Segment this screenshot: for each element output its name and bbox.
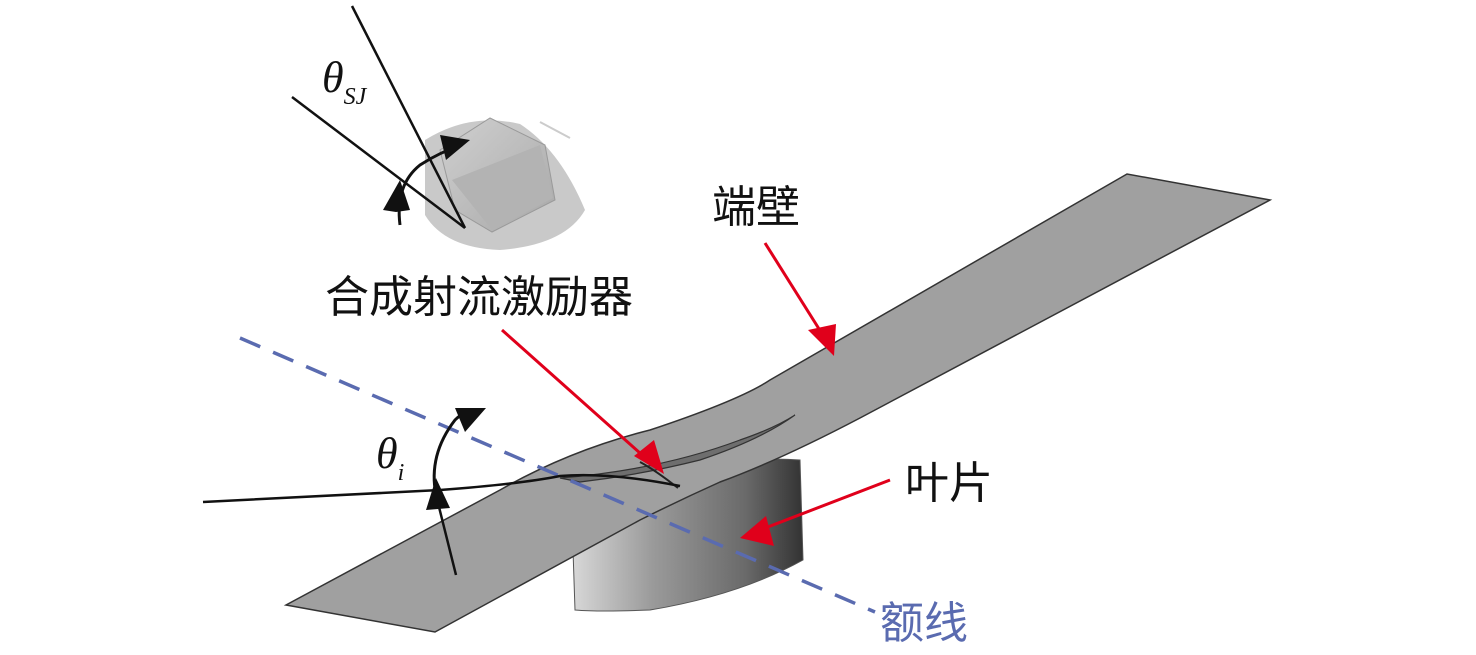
inlet-angle: θi: [202, 408, 681, 576]
stagger-line-label: 额线: [880, 598, 968, 649]
inlet-angle-arrowhead-bottom: [426, 478, 450, 510]
blade-arrowhead: [740, 516, 774, 546]
endwall-sheet: [283, 173, 1273, 633]
inlet-flow-line: [202, 473, 681, 504]
jet-angle-arrowhead-top: [440, 135, 470, 160]
stagger-line: [239, 336, 876, 614]
inset-slot-face: [452, 145, 553, 230]
blade-label: 叶片: [905, 458, 993, 509]
jet-angle-arrowhead-bottom: [383, 180, 410, 212]
endwall-arrowhead: [808, 324, 836, 356]
inset-faint-tick: [539, 121, 571, 139]
pointer-arrows: [501, 242, 891, 546]
endwall-arrow-shaft: [763, 242, 828, 341]
blade-slot-outline: [559, 414, 796, 483]
actuator-label: 合成射流激励器: [325, 272, 633, 323]
inlet-angle-arrowhead-top: [455, 408, 486, 432]
jet-angle-ray-1: [350, 5, 467, 229]
jet-angle-ray-2: [291, 96, 466, 229]
theta-i-label: θi: [376, 429, 404, 486]
theta-sj-label: θSJ: [322, 53, 368, 110]
actuator-inset: θSJ: [291, 5, 585, 251]
blade-arrow-shaft: [759, 478, 891, 532]
actuator-arrowhead: [634, 440, 664, 474]
endwall-label: 端壁: [712, 182, 800, 233]
actuator-arrow-shaft: [501, 328, 651, 464]
